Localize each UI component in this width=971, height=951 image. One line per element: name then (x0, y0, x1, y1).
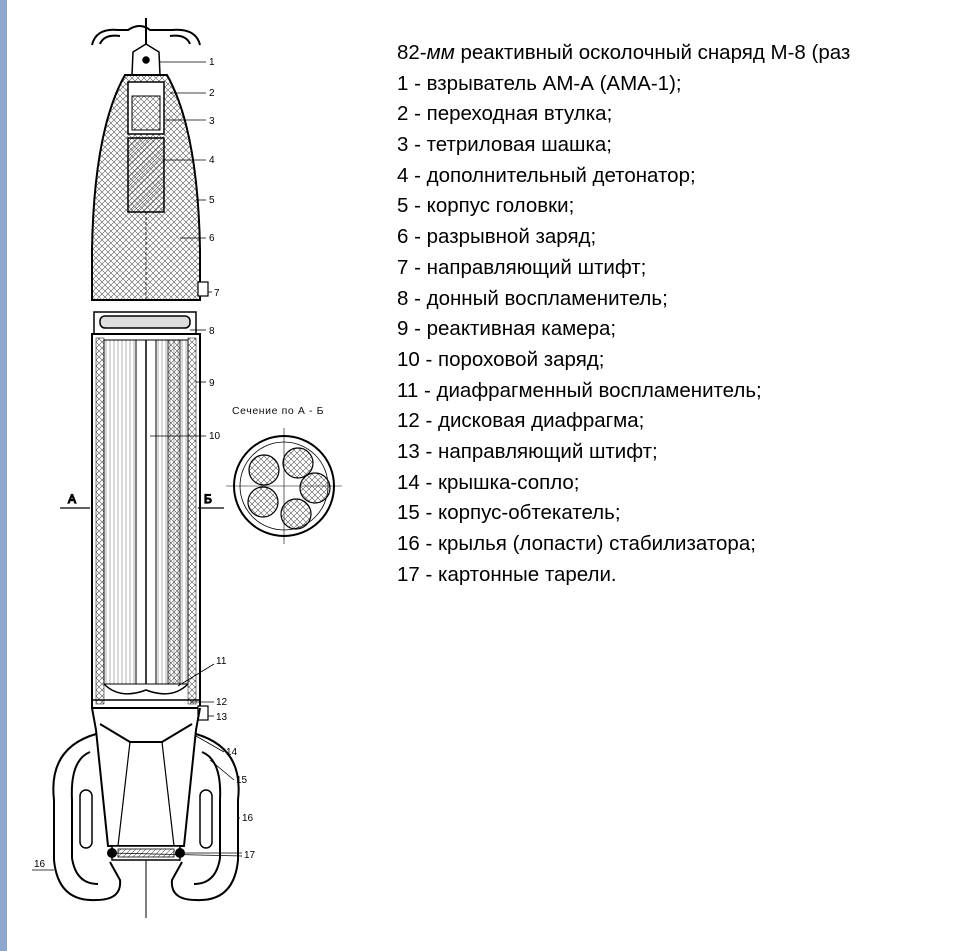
legend-item-14: 14 - крышка-сопло; (397, 470, 580, 494)
callout-16-right: 16 (242, 813, 254, 824)
section-mark-a: А (68, 492, 76, 506)
callout-13: 13 (216, 712, 228, 723)
legend-item-15: 15 - корпус-обтекатель; (397, 501, 621, 525)
legend-item-6: 6 - разрывной заряд; (397, 225, 597, 249)
title-prefix: 82- (397, 41, 427, 64)
callout-6: 6 (209, 233, 215, 244)
legend-item-8: 8 - донный воспламенитель; (397, 286, 668, 310)
callout-15: 15 (236, 775, 248, 786)
rocket-cross-section-drawing: А Б 1 2 3 (32, 18, 342, 918)
callout-1: 1 (209, 57, 215, 68)
legend: 82-мм реактивный осколочный снаряд М-8 (… (397, 38, 850, 590)
legend-item-10: 10 - пороховой заряд; (397, 347, 605, 371)
bottom-igniter (93, 311, 197, 335)
callout-9: 9 (209, 378, 215, 389)
fuze (131, 43, 161, 76)
callout-16-left: 16 (34, 859, 46, 870)
legend-item-13: 13 - направляющий штифт; (397, 439, 658, 463)
stabilizer-fins (52, 733, 240, 918)
nozzle-fairing (91, 707, 201, 861)
section-marks: А Б (60, 491, 224, 509)
callout-7: 7 (214, 288, 220, 299)
callout-17: 17 (244, 850, 256, 861)
callout-5: 5 (209, 195, 215, 206)
legend-item-1: 1 - взрыватель АМ-А (АМА-1); (397, 71, 682, 95)
cross-section-circle (226, 428, 342, 544)
fuze-bracket (91, 18, 201, 46)
warhead (91, 74, 209, 301)
callout-3: 3 (209, 116, 215, 127)
rocket-chamber (91, 333, 209, 721)
legend-title: 82-мм реактивный осколочный снаряд М-8 (… (397, 38, 850, 69)
section-mark-b: Б (204, 492, 212, 506)
section-label: Сечение по А - Б (232, 405, 325, 417)
legend-item-9: 9 - реактивная камера; (397, 317, 617, 341)
leader-lines (32, 61, 243, 871)
callout-2: 2 (209, 88, 215, 99)
legend-item-12: 12 - дисковая диафрагма; (397, 409, 645, 433)
legend-item-5: 5 - корпус головки; (397, 194, 575, 218)
legend-item-16: 16 - крылья (лопасти) стабилизатора; (397, 532, 756, 555)
callout-10: 10 (209, 431, 221, 442)
callout-numbers: 1 2 3 4 5 6 7 8 9 10 11 12 13 14 15 16 1… (34, 57, 256, 870)
legend-item-2: 2 - переходная втулка; (397, 102, 613, 126)
callout-8: 8 (209, 326, 215, 337)
legend-item-7: 7 - направляющий штифт; (397, 255, 647, 279)
legend-item-3: 3 - тетриловая шашка; (397, 133, 612, 157)
callout-11: 11 (216, 656, 227, 667)
legend-item-17: 17 - картонные тарели. (397, 562, 617, 586)
legend-item-11: 11 - диафрагменный воспламенитель; (397, 378, 762, 402)
left-border-strip (0, 0, 7, 951)
callout-4: 4 (209, 155, 215, 166)
legend-item-4: 4 - дополнительный детонатор; (397, 163, 696, 187)
title-rest: реактивный осколочный снаряд М-8 (раз (454, 41, 851, 64)
title-unit: мм (426, 41, 455, 64)
callout-14: 14 (226, 747, 238, 758)
callout-12: 12 (216, 697, 228, 708)
